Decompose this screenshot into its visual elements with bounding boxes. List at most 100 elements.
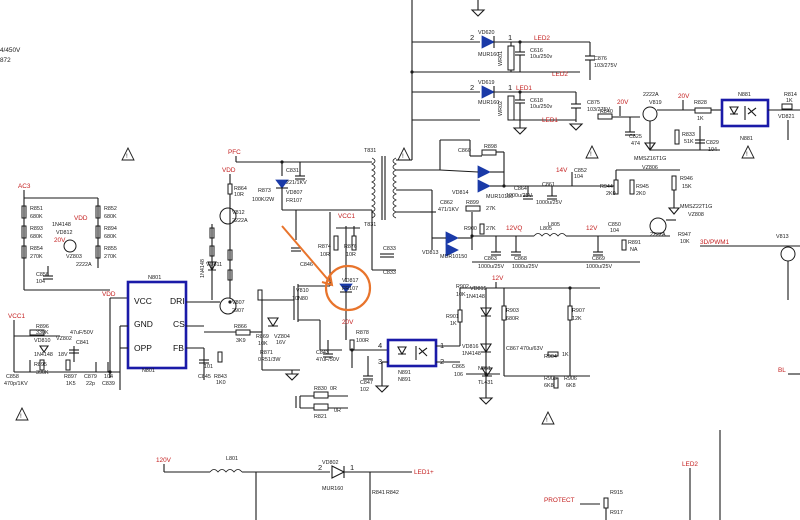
top-right-feedback: 20V R840 V819 2222A 20V R828 1K N881 N88… bbox=[597, 92, 800, 171]
r873-value: 100K/2W bbox=[252, 197, 275, 203]
net-led2: LED2 bbox=[534, 35, 550, 42]
vz802-value: 18V bbox=[58, 352, 68, 358]
net-20v-c: 20V bbox=[54, 237, 66, 244]
r946-value: 15K bbox=[682, 184, 692, 190]
r947-value: 10K bbox=[680, 239, 690, 245]
r821-value: 0R bbox=[334, 408, 341, 414]
c879-value: 22p bbox=[86, 381, 95, 387]
n891-name: N891 bbox=[398, 377, 411, 383]
v819-label: V819 bbox=[649, 100, 662, 106]
r821-label: R821 bbox=[314, 414, 327, 420]
vd811-label: VD811 bbox=[206, 262, 222, 268]
vcc1-startup: VCC1 R896 330K VD810 VZ802 1N4148 18V 47… bbox=[4, 313, 120, 387]
r833-value: 51K bbox=[684, 139, 694, 145]
r904-value: 1K bbox=[562, 352, 569, 358]
vd816-label: VD816 bbox=[462, 344, 478, 350]
r946-label: R946 bbox=[680, 176, 693, 182]
r814-label: R814 bbox=[784, 92, 797, 98]
q2222d-label: 2222A bbox=[76, 262, 92, 268]
net-20v-d: 20V bbox=[342, 319, 354, 326]
c843-label: C843 bbox=[316, 350, 329, 356]
r891-label: R891 bbox=[628, 240, 641, 246]
r855-label: R855 bbox=[104, 246, 117, 252]
vz804-label: VZ804 bbox=[274, 334, 290, 340]
net-led1-tag: LED1 bbox=[542, 117, 558, 124]
net-vcc1: VCC1 bbox=[8, 313, 25, 320]
v819-part: 2222A bbox=[643, 92, 659, 98]
r842-label: R842 bbox=[386, 490, 399, 496]
c862-label: C862 bbox=[440, 200, 453, 206]
n851-label: N851 bbox=[478, 366, 491, 372]
c861-value: 1000u/25V bbox=[536, 200, 562, 206]
pin-label: 3 bbox=[378, 357, 382, 366]
l805-value: L805 bbox=[548, 222, 560, 228]
vd815-value: 1N4148 bbox=[466, 294, 485, 300]
r830-label: R830 bbox=[314, 386, 327, 392]
vd813-diode-icon bbox=[445, 231, 459, 245]
r874-value: 10R bbox=[320, 252, 330, 258]
r841-label: R841 bbox=[372, 490, 385, 496]
net-ac3: AC3 bbox=[18, 183, 31, 190]
r854-label: R854 bbox=[30, 246, 43, 252]
v812-part: 2222A bbox=[232, 218, 248, 224]
c616-label: C616 bbox=[530, 48, 543, 54]
r830-value: 0R bbox=[330, 386, 337, 392]
r895-label: R895 bbox=[34, 362, 47, 368]
vd815-label: VD815 bbox=[470, 286, 486, 292]
ac-input-divider: AC3 R851 680K R893 680K R854 270K R852 6… bbox=[18, 183, 117, 291]
r893-value: 680K bbox=[30, 234, 43, 240]
q2222c-label: 2222A bbox=[650, 232, 666, 238]
t831-bottom-label: T831 bbox=[364, 222, 376, 228]
r898-label: R898 bbox=[484, 144, 497, 150]
c847-label: C847 bbox=[360, 380, 373, 386]
n891-optocoupler bbox=[386, 338, 438, 368]
vd802-label: VD802 bbox=[322, 460, 338, 466]
bottom-led-driver: 120V L801 VD802 MUR160 2 1 LED1+ R841 R8… bbox=[156, 456, 698, 520]
n801-pin-vcc: VCC bbox=[134, 296, 152, 306]
vd816-value: 1N4148 bbox=[462, 351, 481, 357]
r893-label: R893 bbox=[30, 226, 43, 232]
r876-label: R876 bbox=[344, 244, 357, 250]
vd807-label: VD807 bbox=[286, 190, 302, 196]
c864-label: C864 bbox=[514, 186, 527, 192]
r843-label: R843 bbox=[214, 374, 227, 380]
c858-label: C858 bbox=[6, 374, 19, 380]
vd620-label: VD620 bbox=[478, 30, 494, 36]
junction-dots bbox=[108, 40, 572, 376]
v807-label: V807 bbox=[232, 300, 245, 306]
c865-value: 106 bbox=[454, 372, 463, 378]
r900-value: 27K bbox=[486, 226, 496, 232]
r903-label: R903 bbox=[506, 308, 519, 314]
c858-value: 470p/1KV bbox=[4, 381, 28, 387]
net-vdd-2: VDD bbox=[74, 215, 88, 222]
c856-label: C856 bbox=[36, 272, 49, 278]
n801-pin-cs: CS bbox=[173, 319, 185, 329]
r903-value: 680R bbox=[506, 316, 519, 322]
c867-label: C867 bbox=[506, 346, 519, 352]
vd813-part: MUR10150 bbox=[440, 254, 467, 260]
r878-label: R878 bbox=[356, 330, 369, 336]
r828-value: 1K bbox=[697, 116, 704, 122]
c861-label: C861 bbox=[542, 182, 555, 188]
r851-value: 680K bbox=[30, 214, 43, 220]
highlight-annotation bbox=[281, 225, 372, 312]
warning-markers: ! ! ! ! ! ! bbox=[15, 144, 755, 425]
l805-label: L805 bbox=[540, 226, 552, 232]
r828-label: R828 bbox=[694, 100, 707, 106]
c869-label: C869 bbox=[592, 256, 605, 262]
c840-value: 104 bbox=[104, 374, 113, 380]
vz808-label: VZ808 bbox=[688, 212, 704, 218]
mmsz22-label: MMSZ22T1G bbox=[680, 204, 712, 210]
v813-label: V813 bbox=[776, 234, 789, 240]
net-led1: LED1 bbox=[516, 85, 532, 92]
vd817-part: FR107 bbox=[342, 286, 358, 292]
r866-value: 3K9 bbox=[236, 338, 246, 344]
n891-label: N891 bbox=[398, 370, 411, 376]
vd814b-diode-icon bbox=[477, 179, 491, 193]
n801-pin-fb: FB bbox=[173, 343, 184, 353]
c856-value: 104 bbox=[36, 279, 45, 285]
r895-value: 390K bbox=[36, 370, 49, 376]
r902-label: R902 bbox=[456, 284, 469, 290]
r902-value: 10K bbox=[456, 292, 466, 298]
